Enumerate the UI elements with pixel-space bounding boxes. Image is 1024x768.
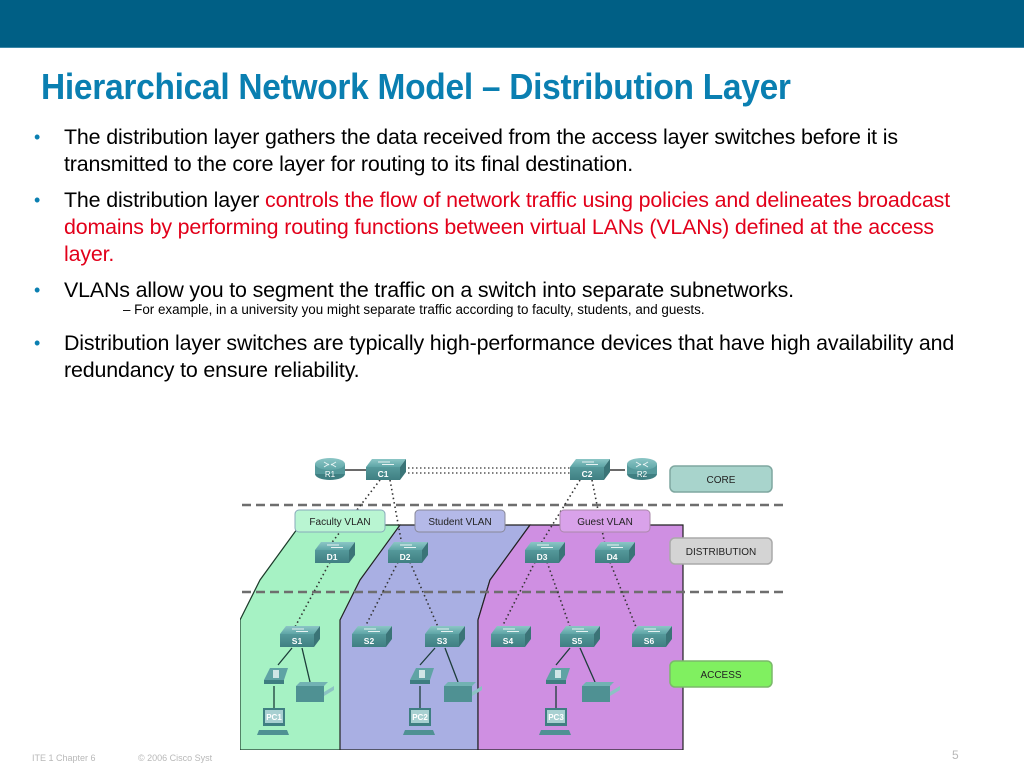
page-number: 5 [952, 748, 959, 762]
svg-text:C2: C2 [582, 469, 593, 479]
pc-icon: PC3 [539, 708, 571, 735]
svg-text:D2: D2 [400, 552, 411, 562]
svg-text:Guest VLAN: Guest VLAN [577, 517, 633, 528]
access-switch-s1: S1 [280, 626, 320, 647]
svg-text:PC2: PC2 [412, 713, 428, 722]
bullet-text: Distribution layer switches are typicall… [64, 331, 955, 382]
sub-bullet-item: – For example, in a university you might… [123, 302, 705, 317]
distribution-switch-d4: D4 [595, 542, 635, 563]
bullet-icon: • [34, 280, 41, 300]
bullet-item: • VLANs allow you to segment the traffic… [34, 277, 984, 304]
bullet-icon: • [34, 190, 41, 210]
svg-text:PC1: PC1 [266, 713, 282, 722]
guest-vlan-label: Guest VLAN [559, 509, 651, 533]
bullet-icon: • [34, 333, 41, 353]
pc-icon: PC2 [403, 708, 435, 735]
access-switch-s5: S5 [560, 626, 600, 647]
bullet-text: VLANs allow you to segment the traffic o… [64, 278, 794, 302]
access-switch-s6: S6 [632, 626, 672, 647]
svg-text:S4: S4 [503, 636, 514, 646]
router-icon: R2 [627, 458, 657, 480]
bullet-item: • Distribution layer switches are typica… [34, 330, 984, 384]
core-switch-c1: C1 [366, 459, 406, 480]
ip-phone-icon [264, 668, 288, 684]
bullet-text: The distribution layer gathers the data … [64, 125, 898, 176]
core-layer-label: CORE [669, 465, 773, 493]
svg-text:R1: R1 [325, 470, 336, 479]
access-layer-label: ACCESS [669, 660, 773, 688]
svg-text:C1: C1 [378, 469, 389, 479]
header-bar [0, 0, 1024, 48]
footer-course: ITE 1 Chapter 6 [32, 753, 96, 763]
svg-text:D3: D3 [537, 552, 548, 562]
svg-text:Faculty VLAN: Faculty VLAN [309, 517, 370, 528]
access-links [273, 647, 596, 708]
printer-icon [582, 682, 620, 702]
core-switch-c2: C2 [570, 459, 610, 480]
printer-icon [444, 682, 482, 702]
svg-text:CORE: CORE [707, 475, 736, 486]
distribution-layer-label: DISTRIBUTION [669, 537, 773, 565]
svg-text:DISTRIBUTION: DISTRIBUTION [686, 547, 757, 558]
distribution-switch-d1: D1 [315, 542, 355, 563]
svg-text:S6: S6 [644, 636, 655, 646]
access-switch-s2: S2 [352, 626, 392, 647]
bullet-item: • The distribution layer controls the fl… [34, 187, 984, 268]
ip-phone-icon [410, 668, 434, 684]
footer-copyright: © 2006 Cisco Syst [138, 753, 213, 763]
pc-icon: PC1 [257, 708, 289, 735]
bullet-list: • The distribution layer gathers the dat… [34, 124, 984, 393]
slide-title: Hierarchical Network Model – Distributio… [41, 66, 791, 107]
ip-phone-icon [546, 668, 570, 684]
faculty-vlan-label: Faculty VLAN [294, 509, 386, 533]
access-switch-s4: S4 [491, 626, 531, 647]
network-diagram: Faculty VLAN Student VLAN Guest VLAN COR… [240, 458, 785, 750]
distribution-switch-d3: D3 [525, 542, 565, 563]
svg-text:ACCESS: ACCESS [700, 670, 741, 681]
svg-text:D1: D1 [327, 552, 338, 562]
printer-icon [296, 682, 334, 702]
svg-text:R2: R2 [637, 470, 648, 479]
svg-text:S3: S3 [437, 636, 448, 646]
router-icon: R1 [315, 458, 345, 480]
bullet-item: • The distribution layer gathers the dat… [34, 124, 984, 178]
bullet-icon: • [34, 127, 41, 147]
svg-text:D4: D4 [607, 552, 618, 562]
bullet-highlight-text: controls the flow of network traffic usi… [64, 188, 951, 266]
svg-text:PC3: PC3 [548, 713, 564, 722]
bullet-text: The distribution layer [64, 188, 266, 212]
svg-text:Student VLAN: Student VLAN [428, 517, 491, 528]
access-switch-s3: S3 [425, 626, 465, 647]
distribution-switch-d2: D2 [388, 542, 428, 563]
svg-text:S1: S1 [292, 636, 303, 646]
svg-text:S2: S2 [364, 636, 375, 646]
student-vlan-label: Student VLAN [414, 509, 506, 533]
svg-text:S5: S5 [572, 636, 583, 646]
